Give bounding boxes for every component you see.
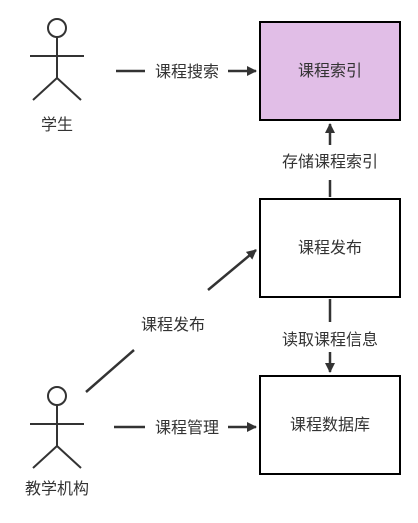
- course-db-label: 课程数据库: [290, 415, 370, 434]
- edge-read-info: 读取课程信息: [282, 299, 378, 373]
- edge-manage-label: 课程管理: [155, 418, 219, 437]
- course-publish-box: [259, 198, 401, 298]
- course-index-label: 课程索引: [298, 61, 362, 80]
- edge-store-index: 存储课程索引: [282, 123, 378, 197]
- edge-store-index-label: 存储课程索引: [282, 152, 378, 171]
- institution-actor: [30, 386, 84, 469]
- edge-publish-label: 课程发布: [141, 315, 205, 334]
- edge-manage: 课程管理: [114, 418, 257, 437]
- edge-read-info-label: 读取课程信息: [282, 330, 378, 349]
- institution-label: 教学机构: [25, 479, 89, 498]
- course-publish-label: 课程发布: [298, 238, 362, 257]
- course-db-box: [259, 375, 401, 475]
- student-label: 学生: [41, 115, 73, 134]
- student-actor: [30, 18, 84, 101]
- edge-search: 课程搜索: [116, 62, 257, 81]
- course-index-box: [259, 21, 401, 121]
- edge-publish: 课程发布: [85, 249, 257, 393]
- edge-search-label: 课程搜索: [155, 62, 219, 81]
